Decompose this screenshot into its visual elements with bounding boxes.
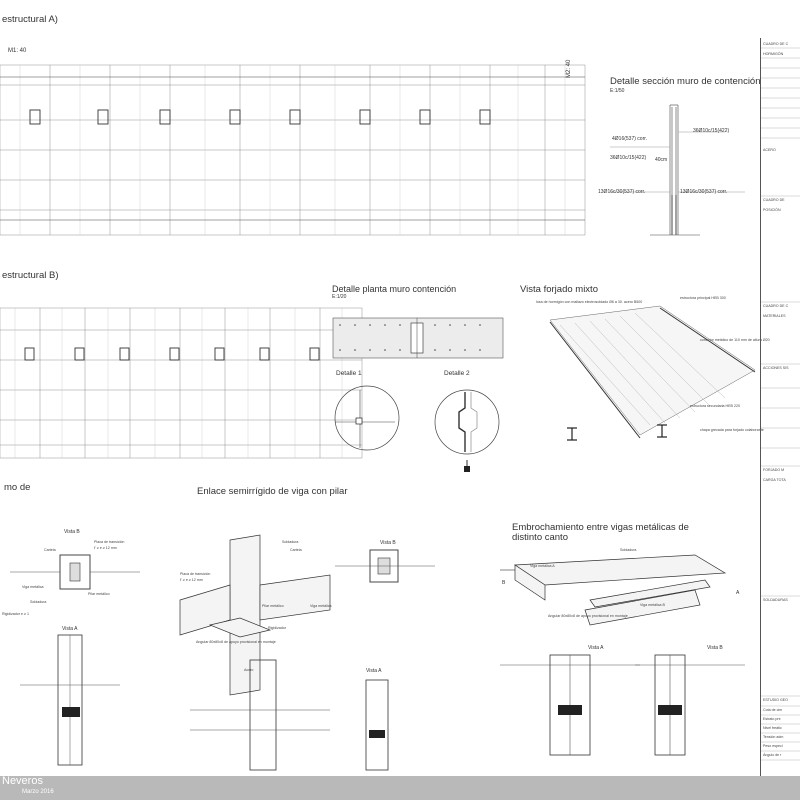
left-detail-vista-a: Vista A — [62, 626, 78, 632]
mixed-slab-label-3: conector metálico de 110 mm de altura Ø2… — [700, 338, 770, 342]
mixed-slab-drawing — [549, 305, 756, 441]
semirigid-vista-b: Vista B — [380, 540, 396, 546]
semirigid-label-placa: Placa de transición — [180, 572, 211, 576]
beam-join-marker-a: A — [736, 590, 740, 596]
left-detail-label-pilar: Pilar metálico — [88, 592, 110, 596]
specs-heading-1: CUADRO DE C — [763, 42, 789, 46]
beam-join-vista-a: Vista A — [588, 645, 604, 651]
beam-join-label-viga-a: Viga metálica A — [530, 564, 555, 568]
structural-plan-b — [0, 307, 363, 459]
specs-heading-4: CUADRO DE — [763, 198, 785, 202]
mixed-slab-title: Vista forjado mixto — [520, 284, 598, 295]
wall-section-label-2: 36Ø10c/15(422) — [610, 155, 647, 161]
specs-heading-11: SOLDADURAS — [763, 598, 788, 602]
semirigid-label-acero: Acero — [244, 668, 254, 672]
left-detail-label-rigidizador: Rigidizador e ≥ 1 — [2, 612, 29, 616]
mixed-slab-label-1: losa de hormigón con mallazo electrosold… — [536, 300, 643, 304]
left-detail-drawing — [10, 554, 140, 766]
semirigid-drawing — [179, 534, 435, 771]
semirigid-label-cartela: Cartela — [290, 548, 302, 552]
plan-a-title: estructural A) — [2, 14, 58, 25]
specs-heading-9: FORJADO M — [763, 468, 785, 472]
specs-panel: CUADRO DE C HORMIGÓN ACERO CUADRO DE POS… — [760, 38, 800, 776]
left-detail-label-soldadura: Soldadura — [30, 600, 47, 604]
wall-section-label-5: 13Ø16c/30(537) corr. — [598, 189, 646, 195]
beam-join-label-viga-b: Viga metálica B — [640, 603, 665, 607]
specs-heading-7: MATERIALES — [763, 314, 786, 318]
beam-join-title-2: distinto canto — [512, 532, 568, 543]
structural-plan-a — [0, 64, 586, 236]
semirigid-label-soldadura: Soldadura — [282, 540, 299, 544]
mixed-slab-label-5: chapa grecada para forjado colaborante — [700, 428, 764, 432]
specs-row-1: Cota de cim — [763, 708, 783, 712]
wall-plan-title: Detalle planta muro contención — [332, 284, 457, 294]
semirigid-label-rigidizador: Rigidizador — [268, 626, 286, 630]
wall-section-scale: E:1/50 — [610, 88, 625, 94]
wall-section-drawing — [610, 104, 745, 236]
footer-bar — [0, 776, 800, 800]
wall-section-label-3: 36Ø10c/15(422) — [693, 128, 730, 134]
mixed-slab-label-2: estructura principal HEB 300 — [680, 296, 726, 300]
beam-join-title-1: Embrochamiento entre vigas metálicas de — [512, 522, 689, 533]
wall-section-label-1: 4Ø16(537) corr. — [612, 136, 648, 142]
beam-join-marker-b: B — [502, 580, 506, 586]
left-detail-title: mo de — [4, 482, 31, 493]
specs-heading-12: ESTUDIO GEO — [763, 698, 788, 702]
wall-section-label-4: 40cm — [655, 157, 668, 163]
beam-join-drawing — [500, 554, 745, 756]
wall-plan-drawing — [332, 317, 504, 472]
specs-heading-5: POSICIÓN — [763, 208, 781, 212]
mixed-slab-label-4: estructura secundaria HEB 220 — [690, 404, 740, 408]
left-detail-label-thickness: ℓ' ≥ e ≥ 12 mm — [94, 546, 117, 550]
specs-row-5: Peso especí — [763, 744, 783, 748]
wall-plan-scale: E:1/20 — [332, 294, 347, 300]
left-detail-vista-b: Vista B — [64, 529, 80, 535]
semirigid-label-thickness: ℓ' ≥ e ≥ 12 mm — [180, 578, 203, 582]
semirigid-label-angular: Angular 80x80x8 de apoyo provisional en … — [196, 640, 276, 644]
wall-section-title: Detalle sección muro de contención — [610, 76, 761, 87]
specs-heading-3: ACERO — [763, 148, 776, 152]
beam-join-vista-b: Vista B — [707, 645, 723, 651]
specs-row-2: Estrato pre — [763, 717, 781, 721]
plan-scale-label: M1: 40 — [8, 48, 27, 54]
specs-heading-2: HORMIGÓN — [763, 52, 784, 56]
specs-row-3: Nivel freátic — [763, 726, 782, 730]
wall-section-label-6: 13Ø16c/30(537) corr. — [680, 189, 728, 195]
footer-author: Neveros — [2, 775, 43, 787]
left-detail-label-placa: Placa de transición — [94, 540, 125, 544]
beam-join-label-soldadura: Soldadura — [620, 548, 637, 552]
plan-b-title: estructural B) — [2, 270, 59, 281]
specs-heading-10: CARGA TOTA — [763, 478, 786, 482]
specs-heading-8: ACCIONES SIS — [763, 366, 789, 370]
footer-date: Marzo 2016 — [22, 789, 54, 795]
beam-join-label-angular: Angular 80x80x8 de apoyo provisional en … — [548, 614, 628, 618]
semirigid-title: Enlace semirrígido de viga con pilar — [197, 486, 348, 497]
left-detail-label-cartela: Cartela — [44, 548, 56, 552]
left-detail-label-viga: Viga metálica — [22, 585, 44, 589]
semirigid-vista-a: Vista A — [366, 668, 382, 674]
wall-plan-detail-1: Detalle 1 — [336, 370, 362, 377]
specs-row-4: Tensión adm — [763, 735, 784, 739]
specs-row-6: Ángulo de r — [763, 753, 782, 757]
semirigid-label-viga: Viga metálica — [310, 604, 332, 608]
semirigid-label-pilar: Pilar metálico — [262, 604, 284, 608]
specs-heading-6: CUADRO DE C — [763, 304, 789, 308]
wall-plan-detail-2: Detalle 2 — [444, 370, 470, 377]
